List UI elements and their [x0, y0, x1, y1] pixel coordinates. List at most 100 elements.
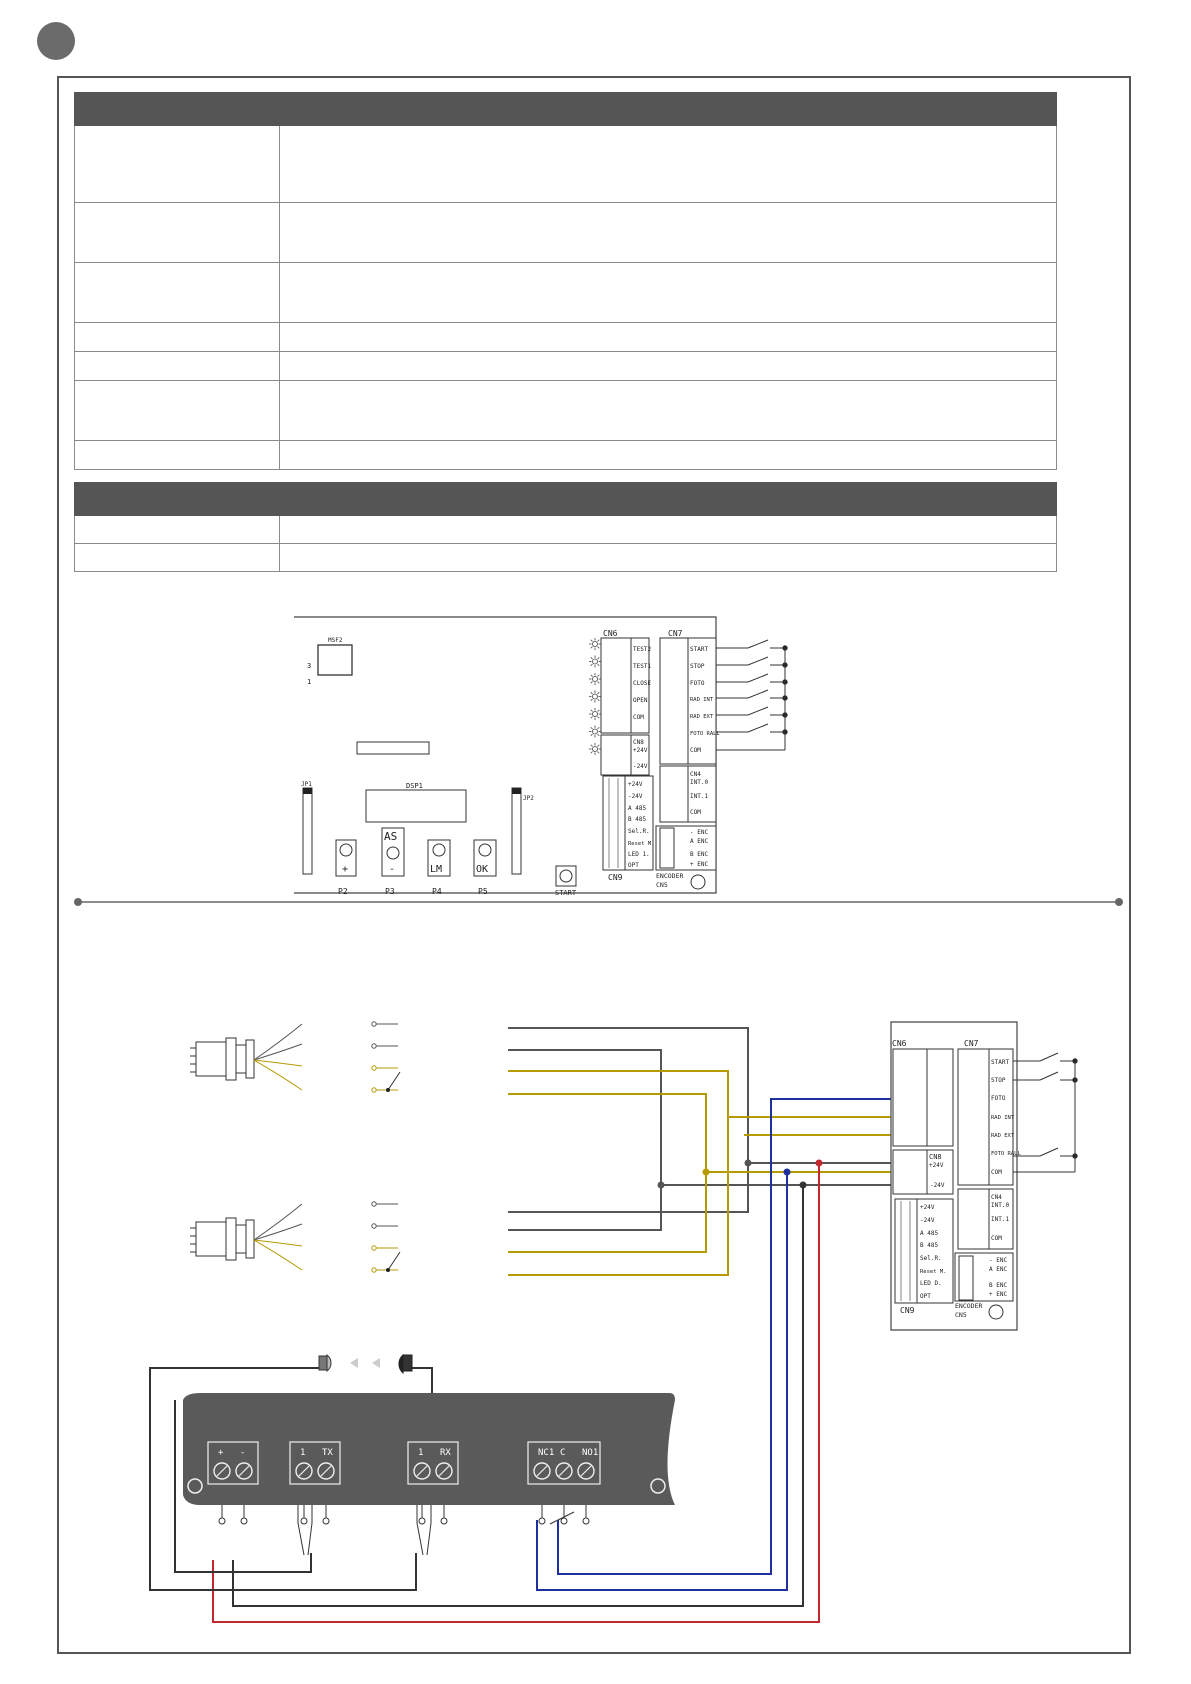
terminal-label: + [218, 1448, 224, 1458]
wire-black [232, 1185, 804, 1607]
table-row [74, 543, 1057, 572]
cn7-com: COM [690, 747, 701, 754]
photocell-pair [318, 1353, 413, 1375]
cn5-plus-enc: + ENC [690, 861, 708, 868]
cn9-resetm: Reset M. [628, 841, 655, 847]
cn4-int0-bottom: INT.0 [991, 1202, 1009, 1209]
wire-terminal [371, 1087, 398, 1093]
cn4-com-bottom: COM [991, 1235, 1002, 1242]
button-p3: AS - P3 [381, 827, 405, 896]
wire-terminal [371, 1267, 398, 1273]
switch-contact [1013, 1147, 1078, 1159]
terminal-block: +- [207, 1441, 259, 1525]
cn6-cn8-block: CN6 TEST2 TEST1 CLOSE OPEN COM CN8 +24V … [600, 629, 651, 776]
wire-grey [508, 1027, 749, 1213]
button-p2-symbol: + [342, 864, 348, 875]
table-row [74, 440, 1057, 470]
led-icon [589, 690, 601, 703]
ic-pin-3: 3 [307, 662, 311, 670]
switch-contact [716, 656, 788, 668]
cn6-label: CN6 [603, 629, 618, 638]
led-indicators [589, 638, 601, 755]
terminal-label: NC1 [538, 1448, 554, 1458]
terminal-label: C [560, 1448, 565, 1458]
cn7-foto-rall: FOTO RALL [690, 731, 720, 737]
wire-terminal [371, 1201, 398, 1207]
cn7-foto-bottom: FOTO [991, 1095, 1006, 1102]
table-row [74, 351, 1057, 381]
start-button: START [555, 865, 577, 897]
cn9-selr: Sel.R. [628, 828, 650, 835]
cn5-b-enc-bottom: B ENC [989, 1282, 1007, 1289]
cable-tail [416, 1505, 432, 1556]
cn5-a-enc-bottom: A ENC [989, 1266, 1007, 1273]
cn7-rad-int-bottom: RAD INT [991, 1115, 1015, 1121]
cn5-minus-enc-bottom: - ENC [989, 1257, 1007, 1264]
cn9-plus24-bottom: +24V [920, 1204, 935, 1211]
led-icon [589, 673, 601, 685]
photocell-sensor [190, 1021, 401, 1093]
cn9-b485-bottom: B 485 [920, 1242, 938, 1249]
wire-yellow [508, 1117, 729, 1276]
cn7-label: CN7 [668, 629, 683, 638]
cn5-a-enc: A ENC [690, 838, 708, 845]
cn9-ledd-bottom: LED D. [920, 1280, 942, 1287]
page-frame [57, 76, 1131, 1654]
cn8-label-bottom: CN8 [929, 1153, 942, 1161]
wire-yellow [508, 1093, 707, 1253]
wire-terminal [371, 1043, 398, 1049]
table-row [74, 125, 1057, 203]
cn7-com-bottom: COM [991, 1169, 1002, 1176]
button-p3-extra: AS [384, 830, 397, 843]
top-control-board: MSF2 3 1 DSP1 JP1 JP2 + P2 AS - P3 [294, 616, 788, 897]
cable-tail [297, 1505, 313, 1556]
cn5-minus-enc: - ENC [690, 829, 708, 836]
cn6-open: OPEN [633, 697, 648, 704]
terminal-label: RX [440, 1448, 451, 1458]
cn8-minus24-bottom: -24V [930, 1182, 945, 1189]
cn5-b-enc: B ENC [690, 851, 708, 858]
table-row [74, 322, 1057, 352]
cn4-int1-bottom: INT.1 [991, 1216, 1009, 1223]
cn6-com: COM [633, 714, 644, 721]
cn6-label-bottom: CN6 [892, 1039, 907, 1048]
cn8-plus24: +24V [633, 747, 648, 754]
display-label: DSP1 [406, 782, 423, 790]
cn5-encoder: - ENC A ENC B ENC + ENC ENCODER CN5 [655, 825, 717, 890]
button-p4-symbol: LM [430, 864, 442, 875]
switch-contact [1013, 1052, 1078, 1064]
led-icon [589, 708, 601, 720]
wire-terminal [371, 1021, 398, 1027]
button-p2: + P2 [335, 839, 357, 896]
encoder-label: ENCODER [656, 872, 683, 880]
cn4-label-bottom: CN4 [991, 1194, 1002, 1201]
cn6-close: CLOSE [633, 680, 651, 687]
cn7-start-bottom: START [991, 1059, 1009, 1066]
cn9-a485-bottom: A 485 [920, 1230, 938, 1237]
ribbon-connector [356, 741, 430, 755]
wire-blue [557, 1098, 989, 1575]
led-icon [589, 743, 601, 755]
photocell-sensors [190, 1021, 401, 1273]
section-badge [37, 22, 75, 60]
wire-terminal [371, 1245, 398, 1251]
switch-contact [1013, 1071, 1078, 1083]
cn9-selr-bottom: Sel.R. [920, 1255, 942, 1262]
button-p3-symbol: - [389, 864, 395, 875]
button-p3-label: P3 [385, 887, 395, 896]
cn9-b485: B 485 [628, 816, 646, 823]
button-p5-label: P5 [478, 887, 488, 896]
ic-pin-1: 1 [307, 678, 311, 686]
start-button-label: START [555, 889, 577, 897]
table-header-row [74, 482, 1057, 516]
spec-table-1 [74, 92, 1057, 470]
photocell-transmitter [398, 1353, 404, 1375]
ic-label: MSF2 [328, 637, 343, 644]
cn7-stop: STOP [690, 663, 705, 670]
cn4-com: COM [690, 809, 701, 816]
wire-grey [508, 1049, 662, 1231]
wire-blue [536, 1172, 788, 1591]
cn7-rad-ext-bottom: RAD EXT [991, 1133, 1015, 1139]
